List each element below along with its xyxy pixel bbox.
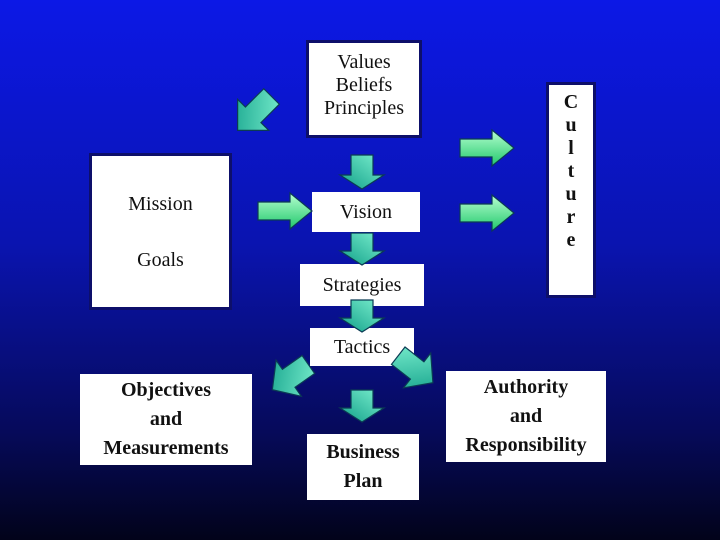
objectives-line-2: and <box>149 408 183 430</box>
culture-letter-c: C <box>563 91 579 113</box>
authority-line-1: Authority <box>483 376 569 398</box>
objectives-line-1: Objectives <box>121 379 211 401</box>
culture-letter-u2: u <box>565 183 577 205</box>
objectives-label: Objectives and Measurements <box>80 374 252 465</box>
business-plan-label: Business Plan <box>307 434 419 500</box>
culture-letter-e: e <box>566 229 576 251</box>
culture-letter-u1: u <box>565 114 577 136</box>
beliefs-label: Beliefs <box>335 74 393 96</box>
arrow-values-to-mission <box>237 87 281 131</box>
arrow-tactics-to-business-plan <box>337 389 387 423</box>
mission-label: Mission <box>128 193 193 215</box>
culture-box: C u l t u r e <box>546 82 596 298</box>
strategies-label: Strategies <box>300 264 424 306</box>
goals-label: Goals <box>137 249 184 271</box>
arrow-vision-to-culture <box>459 193 515 233</box>
arrow-values-to-culture <box>459 128 515 168</box>
mission-goals-box: Mission Goals <box>89 153 232 310</box>
arrow-tactics-to-authority <box>390 346 434 389</box>
culture-letter-l: l <box>568 137 574 159</box>
business-plan-line-1: Business <box>326 441 400 463</box>
authority-label: Authority and Responsibility <box>446 371 606 462</box>
arrow-mission-to-vision <box>257 191 313 231</box>
values-box: Values Beliefs Principles <box>306 40 422 138</box>
arrow-tactics-to-objectives <box>271 354 316 398</box>
authority-line-2: and <box>509 405 543 427</box>
culture-letter-r: r <box>566 206 576 228</box>
objectives-line-3: Measurements <box>103 437 229 459</box>
arrow-values-to-vision <box>337 154 387 190</box>
culture-letter-t: t <box>567 160 575 182</box>
principles-label: Principles <box>324 97 404 119</box>
values-label: Values <box>337 51 391 73</box>
arrow-strategies-to-tactics <box>337 299 387 333</box>
business-plan-line-2: Plan <box>343 470 383 492</box>
arrow-vision-to-strategies <box>337 232 387 266</box>
vision-label: Vision <box>312 192 420 232</box>
authority-line-3: Responsibility <box>465 434 587 456</box>
